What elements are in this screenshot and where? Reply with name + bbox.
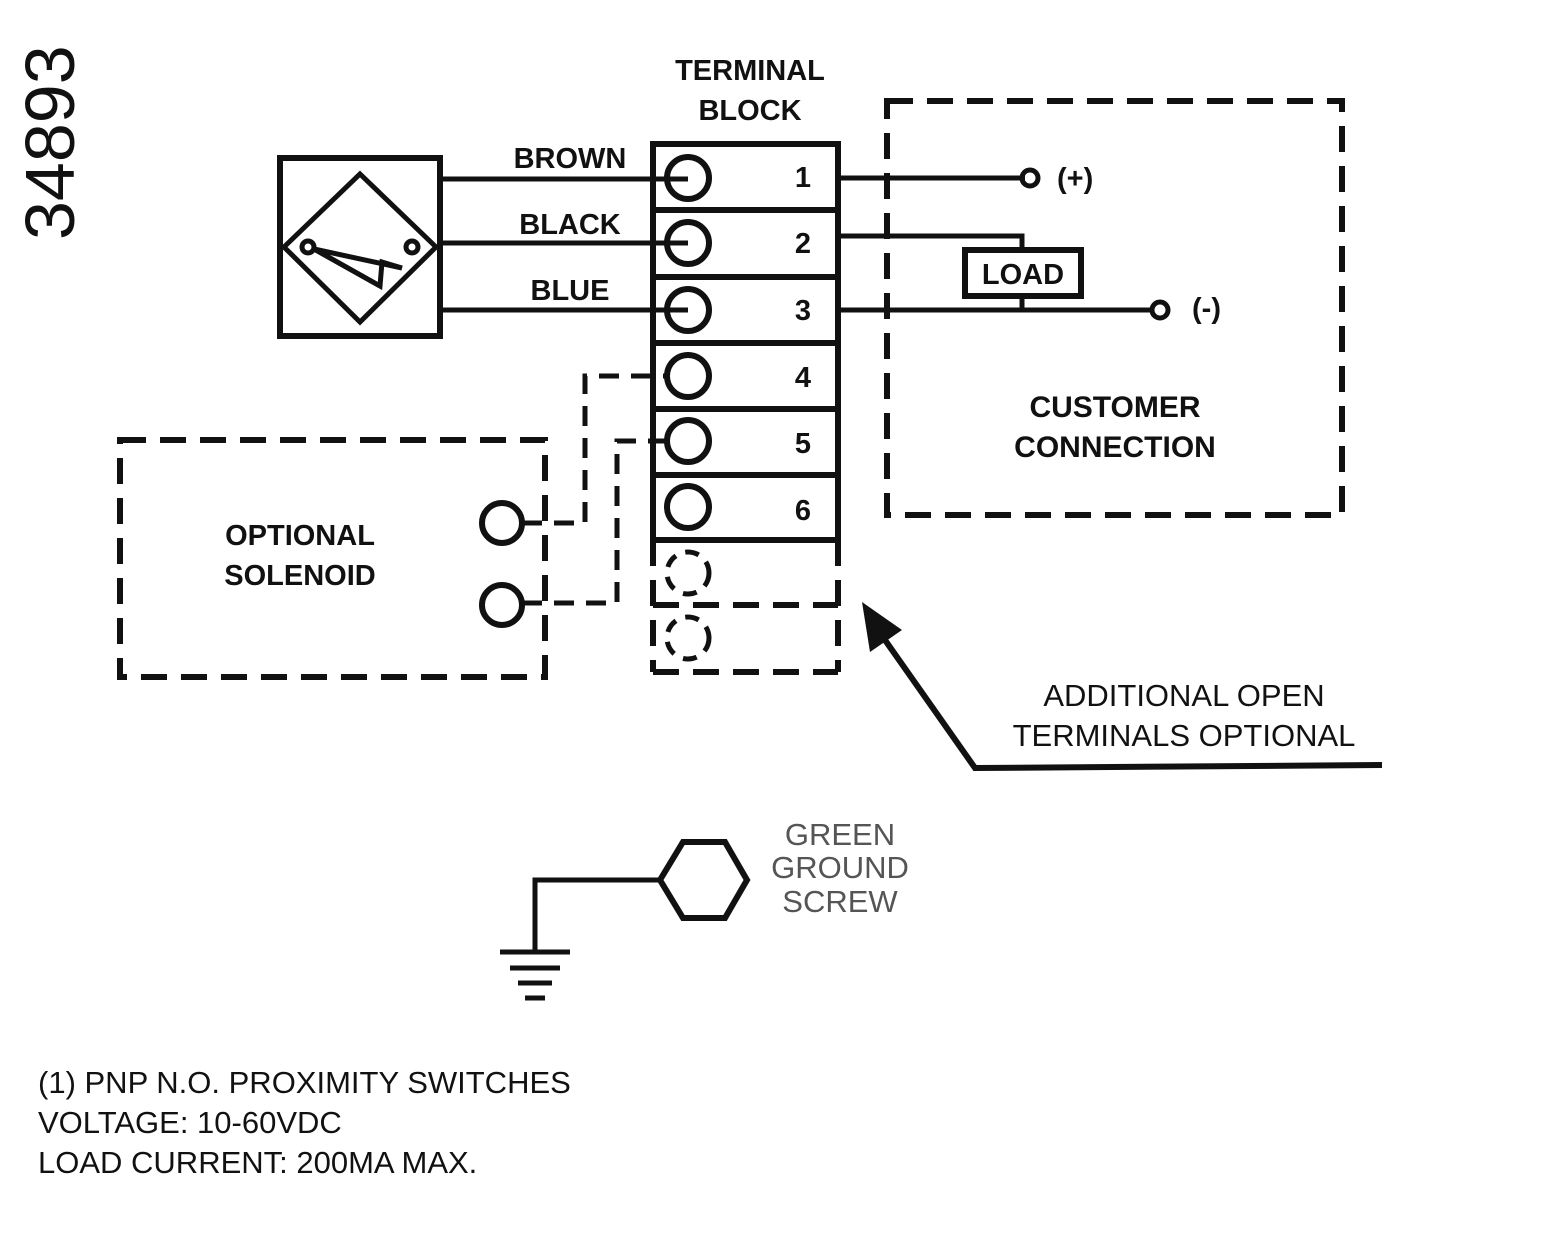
terminal-block [650, 141, 841, 543]
solenoid-terminal-1 [479, 500, 525, 546]
wire-label-brown: BROWN [514, 143, 627, 175]
note-1: (1) PNP N.O. PROXIMITY SWITCHES [38, 1065, 571, 1100]
solenoid-label-1: OPTIONAL [225, 520, 375, 552]
drawing-number: 34893 [11, 45, 89, 240]
positive-label: (+) [1057, 163, 1093, 195]
callout-text-1: ADDITIONAL OPEN [1043, 678, 1324, 713]
terminal-number-2: 2 [795, 228, 811, 260]
solenoid-label-2: SOLENOID [224, 560, 375, 592]
wire-label-blue: BLUE [531, 275, 610, 307]
terminal-number-3: 3 [795, 295, 811, 327]
terminal-number-4: 4 [795, 362, 811, 394]
proximity-switch-symbol [277, 155, 443, 339]
terminal-number-1: 1 [795, 162, 811, 194]
ground-label-2: GROUND [771, 850, 909, 885]
negative-label: (-) [1192, 293, 1221, 325]
positive-terminal-icon [1019, 167, 1041, 189]
note-2: VOLTAGE: 10-60VDC [38, 1105, 342, 1140]
note-3: LOAD CURRENT: 200MA MAX. [38, 1145, 477, 1180]
customer-connection-label-1: CUSTOMER [1029, 391, 1200, 424]
terminal-number-5: 5 [795, 428, 811, 460]
terminal-number-6: 6 [795, 495, 811, 527]
ground-symbol-icon [500, 877, 660, 1001]
negative-terminal-icon [1149, 299, 1171, 321]
load-label: LOAD [982, 259, 1064, 291]
ground-label-1: GREEN [785, 817, 895, 852]
optional-solenoid-box [117, 437, 548, 680]
ground-screw-hex-icon [656, 839, 751, 921]
wire-label-black: BLACK [519, 209, 621, 241]
ground-label-3: SCREW [782, 884, 898, 919]
customer-connection-label-2: CONNECTION [1014, 431, 1216, 464]
terminal-block-title-2: BLOCK [698, 95, 801, 127]
callout-arrow [862, 602, 1383, 772]
optional-open-terminals [650, 540, 841, 675]
solenoid-terminal-2 [479, 582, 525, 628]
terminal-block-title-1: TERMINAL [675, 55, 825, 87]
callout-text-2: TERMINALS OPTIONAL [1013, 718, 1356, 753]
